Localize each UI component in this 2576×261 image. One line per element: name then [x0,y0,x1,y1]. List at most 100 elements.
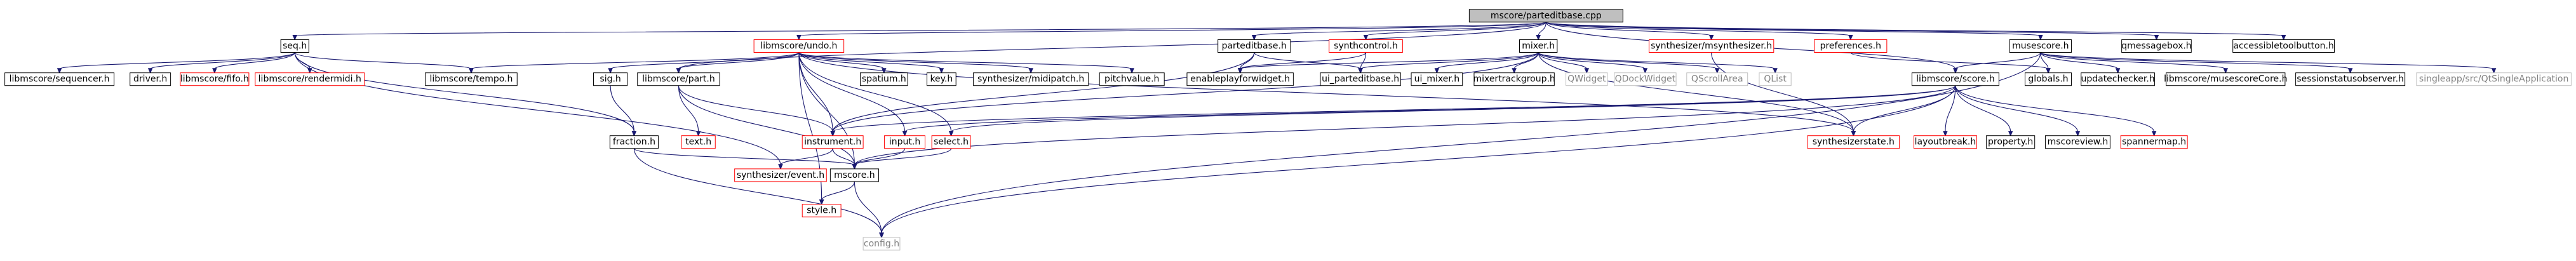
node-key[interactable]: key.h [927,72,956,86]
edge-undo-to-spatium [798,52,885,70]
edge-synthcontrol-to-ui_parteditbase [1360,52,1367,69]
node-qscrollarea[interactable]: QScrollArea [1686,72,1748,86]
node-msynthesizer[interactable]: synthesizer/msynthesizer.h [1648,39,1774,53]
node-musescorecore[interactable]: libmscore/musescoreCore.h [2164,72,2287,86]
node-synthcontrol[interactable]: synthcontrol.h [1329,39,1403,53]
node-label-parteditbase: parteditbase.h [1222,41,1287,51]
node-synthevent[interactable]: synthesizer/event.h [734,168,827,182]
node-driver[interactable]: driver.h [130,72,171,86]
edge-preferences-to-globals [1850,51,2049,70]
node-label-musescore: musescore.h [2012,41,2069,51]
edge-mixer-to-qlist [1538,51,1776,70]
node-box-accessibletoolbutton [2232,39,2335,53]
edge-score-to-select [951,85,1956,133]
edge-arrowhead-root-to-parteditbase [1251,35,1257,41]
edge-arrowhead-score-to-layoutbreak [1943,131,1948,137]
node-part[interactable]: libmscore/part.h [637,72,720,86]
node-label-undo: libmscore/undo.h [760,41,837,51]
node-label-sequencer: libmscore/sequencer.h [10,74,110,84]
node-qlist[interactable]: QList [1759,72,1792,86]
node-style[interactable]: style.h [802,204,842,218]
node-box-mixertrackgroup [1473,72,1555,86]
edge-score-to-config [881,85,1956,234]
node-mscore[interactable]: mscore.h [829,168,879,182]
node-fifo[interactable]: libmscore/fifo.h [180,72,250,86]
node-ui_parteditbase[interactable]: ui_parteditbase.h [1320,72,1401,86]
node-label-globals: globals.h [2028,74,2068,84]
edge-fraction-to-config [633,148,882,234]
node-score[interactable]: libmscore/score.h [1911,72,1999,86]
edge-root-to-preferences [1545,22,1851,37]
node-qmessagebox[interactable]: qmessagebox.h [2121,39,2192,53]
node-mixertrackgroup[interactable]: mixertrackgroup.h [1473,72,1555,86]
node-text[interactable]: text.h [681,135,716,149]
node-box-musescore [2009,39,2072,53]
edge-mixer-to-synthstate [1538,52,1854,132]
node-qtsingle[interactable]: singleapp/src/QtSingleApplication [2416,72,2572,86]
node-label-synthevent: synthesizer/event.h [737,170,824,180]
edge-select-to-mscore [854,148,952,166]
node-pitchvalue[interactable]: pitchvalue.h [1099,72,1165,86]
node-box-part [637,72,720,86]
edge-arrowhead-root-to-mixer [1536,35,1541,41]
node-label-qwidget: QWidget [1567,74,1606,84]
node-box-qtsingle [2416,72,2572,86]
edge-arrowhead-musescore-to-updatechecker [2115,68,2121,74]
node-rendermidi[interactable]: libmscore/rendermidi.h [255,72,365,86]
edge-musescore-to-qtsingle [2040,51,2495,70]
node-parteditbase[interactable]: parteditbase.h [1218,39,1291,53]
node-spatium[interactable]: spatium.h [860,72,908,86]
node-mscoreview[interactable]: mscoreview.h [2044,135,2110,149]
node-tempo[interactable]: libmscore/tempo.h [425,72,518,86]
node-root[interactable]: mscore/parteditbase.cpp [1468,9,1623,23]
node-synthstate[interactable]: synthesizerstate.h [1807,135,1900,149]
edge-score-to-mscore [854,85,1956,166]
node-label-sig: sig.h [600,74,621,84]
node-enableplay[interactable]: enableplayforwidget.h [1186,72,1294,86]
node-undo[interactable]: libmscore/undo.h [753,39,845,53]
node-box-sessionstatus [2295,72,2406,86]
edge-mixer-to-ui_mixer [1436,52,1539,70]
node-layoutbreak[interactable]: layoutbreak.h [1913,135,1977,149]
edge-instrument-to-mscore [832,148,855,166]
node-sequencer[interactable]: libmscore/sequencer.h [4,72,115,86]
node-ui_mixer[interactable]: ui_mixer.h [1411,72,1463,86]
node-updatechecker[interactable]: updatechecker.h [2081,72,2155,86]
node-select[interactable]: select.h [931,135,971,149]
node-accessibletoolbutton[interactable]: accessibletoolbutton.h [2232,39,2335,53]
node-fraction[interactable]: fraction.h [609,135,659,149]
node-config[interactable]: config.h [862,237,901,251]
node-box-layoutbreak [1913,135,1977,149]
edge-seq-to-tempo [294,51,472,70]
node-sessionstatus[interactable]: sessionstatusobserver.h [2295,72,2406,86]
node-spannermap[interactable]: spannermap.h [2120,135,2188,149]
node-sig[interactable]: sig.h [593,72,628,86]
edge-score-to-mscoreview [1955,85,2078,132]
edge-score-to-spannermap [1955,85,2155,132]
edge-synthcontrol-to-enableplay [1240,51,1367,70]
edge-root-to-synthcontrol [1365,22,1546,37]
edge-parteditbase-to-ui_parteditbase [1254,51,1361,70]
node-midipatch[interactable]: synthesizer/midipatch.h [973,72,1089,86]
edge-arrowhead-root-to-accessibletoolbutton [2281,35,2286,41]
node-qwidget[interactable]: QWidget [1566,72,1608,86]
node-qdockwidget[interactable]: QDockWidget [1614,72,1677,86]
node-musescore[interactable]: musescore.h [2009,39,2072,53]
node-box-qlist [1759,72,1792,86]
node-property[interactable]: property.h [1986,135,2036,149]
edge-arrowhead-score-to-property [2008,131,2013,137]
node-box-style [802,204,842,218]
node-label-preferences: preferences.h [1820,41,1881,51]
edge-arrowhead-score-to-synthstate [1851,131,1856,137]
edge-undo-to-synthstate [798,52,1854,132]
node-mixer[interactable]: mixer.h [1519,39,1558,53]
node-instrument[interactable]: instrument.h [802,135,864,149]
node-preferences[interactable]: preferences.h [1814,39,1888,53]
node-label-spatium: spatium.h [862,74,906,84]
node-seq[interactable]: seq.h [280,39,309,53]
node-input[interactable]: input.h [884,135,926,149]
node-box-rendermidi [255,72,365,86]
edge-score-to-instrument [832,85,1956,133]
edge-undo-to-pitchvalue [798,51,1132,70]
node-globals[interactable]: globals.h [2024,72,2072,86]
